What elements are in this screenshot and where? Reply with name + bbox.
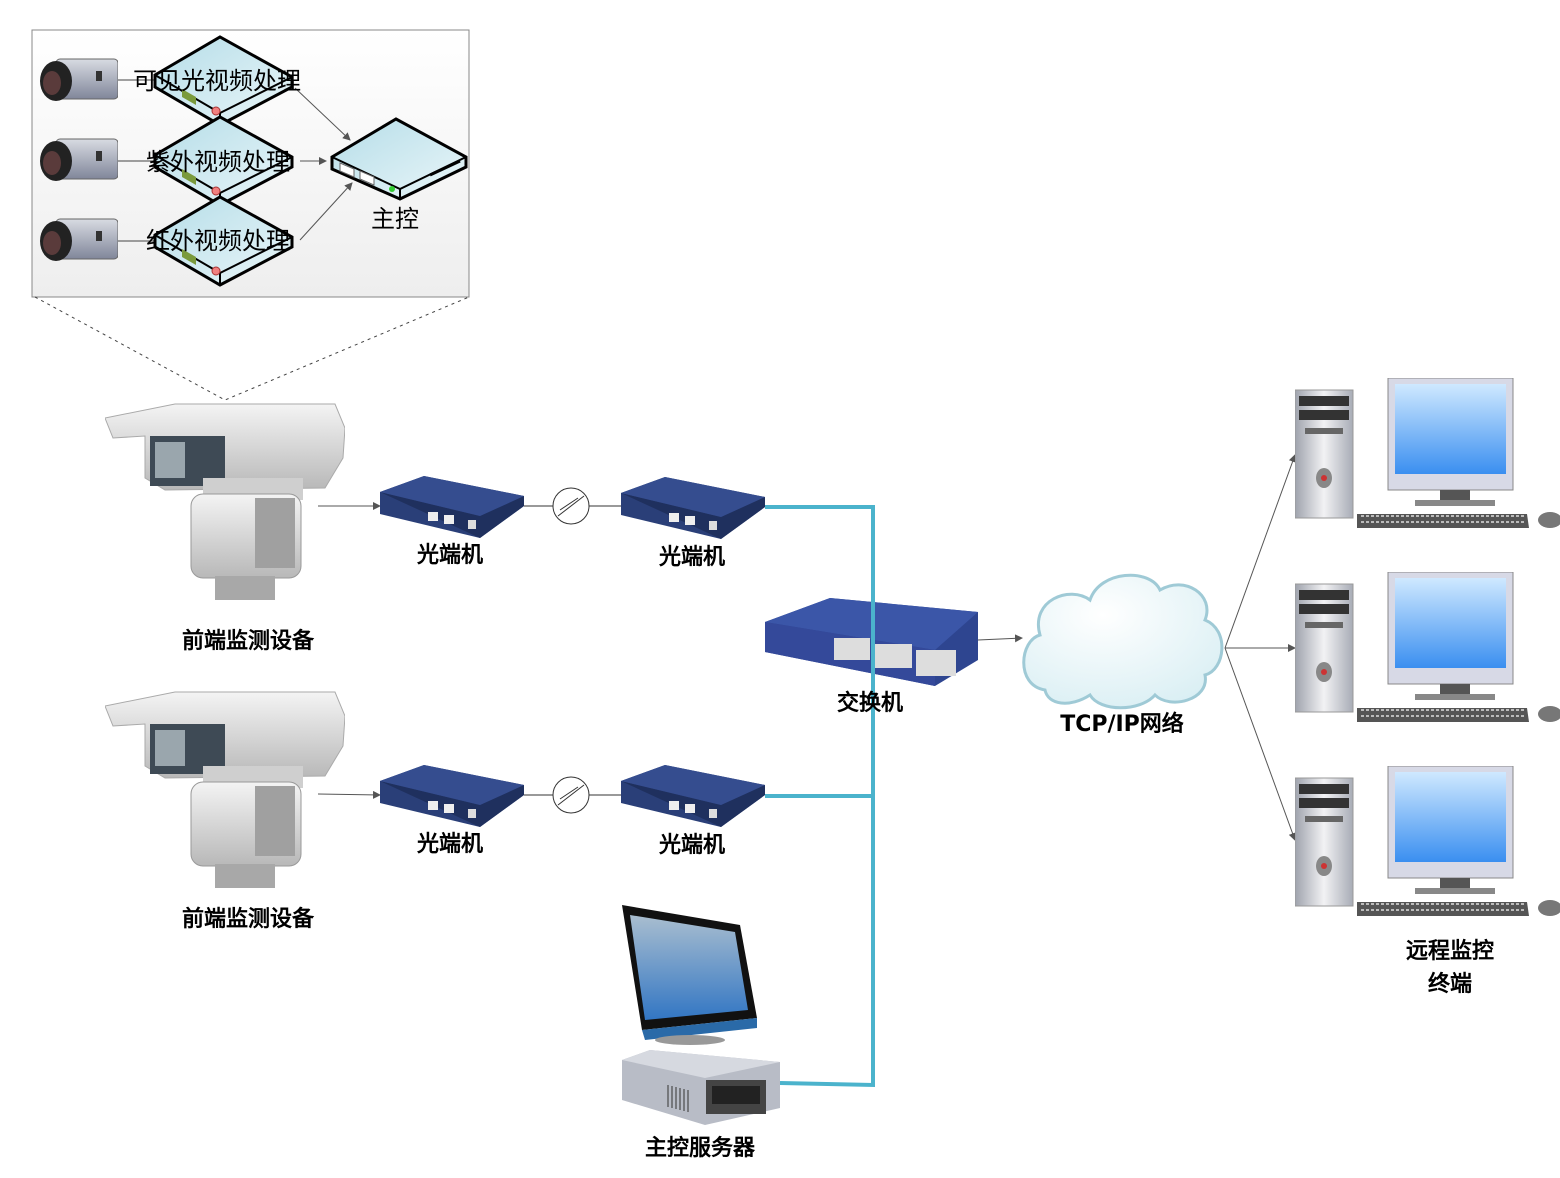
switch-label: 交换机 — [837, 690, 903, 716]
uv-processor-label: 紫外视频处理 — [146, 148, 290, 176]
remote-pc-icon — [1295, 766, 1560, 916]
server-icon — [622, 1050, 780, 1125]
remote-pc-icon — [1295, 378, 1560, 528]
server-label: 主控服务器 — [645, 1135, 756, 1161]
transceiver-label: 光端机 — [416, 831, 483, 857]
transceiver-label: 光端机 — [416, 542, 483, 568]
front-device-label: 前端监测设备 — [182, 906, 315, 932]
front-device-label: 前端监测设备 — [182, 628, 315, 654]
network-label: TCP/IP网络 — [1060, 711, 1184, 737]
cloud-icon — [1022, 573, 1224, 710]
fiber-link — [524, 487, 621, 525]
zoom-guide-lines — [34, 296, 470, 401]
fiber-transceiver-icon — [621, 477, 765, 539]
camera-icon — [39, 58, 118, 102]
arrow — [294, 87, 351, 141]
visible-processor-label: 可见光视频处理 — [133, 67, 301, 95]
arrow — [1224, 454, 1297, 649]
ptz-camera-icon — [105, 403, 345, 601]
fiber-link — [524, 776, 621, 814]
master-label: 主控 — [371, 205, 419, 233]
transceiver-label: 光端机 — [658, 832, 725, 858]
arrow — [317, 790, 381, 799]
arrow — [977, 634, 1023, 643]
ir-processor-label: 红外视频处理 — [146, 227, 290, 255]
fiber-transceiver-icon — [380, 476, 524, 538]
camera-icon — [39, 138, 118, 182]
camera-icon — [39, 218, 118, 262]
remote-label-line1: 远程监控 — [1406, 938, 1494, 964]
ptz-camera-icon — [105, 691, 345, 889]
fiber-transceiver-icon — [621, 765, 765, 827]
remote-label-line2: 终端 — [1428, 971, 1472, 997]
arrow — [299, 182, 353, 241]
ethernet-links — [765, 505, 875, 1088]
remote-pc-icon — [1295, 572, 1560, 722]
arrow — [1224, 647, 1297, 841]
transceiver-label: 光端机 — [658, 544, 725, 570]
fiber-transceiver-icon — [380, 765, 524, 827]
monitor-icon — [622, 905, 757, 1045]
